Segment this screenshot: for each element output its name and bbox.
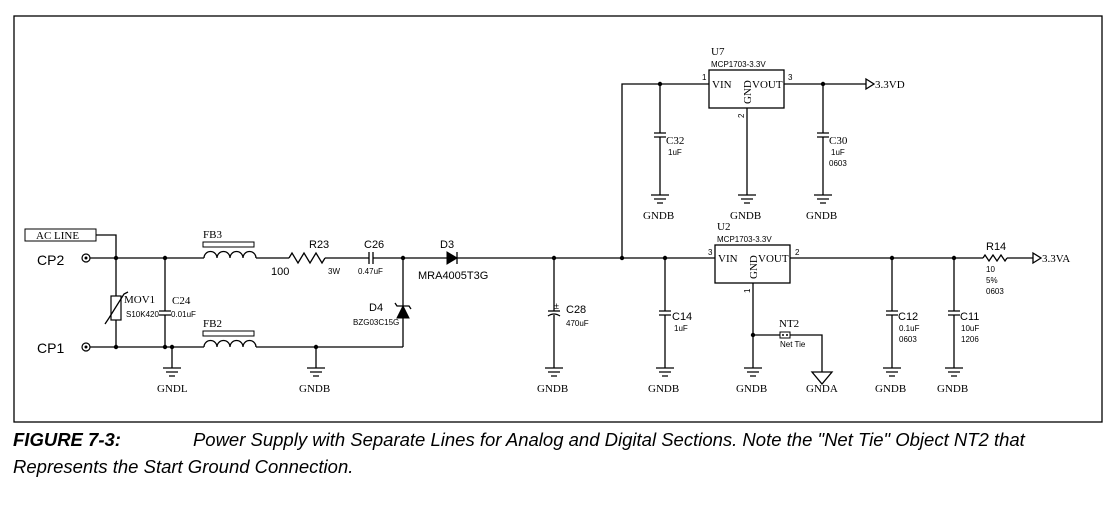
mov1-part: S10K420 bbox=[126, 310, 159, 319]
u2-part: MCP1703-3.3V bbox=[717, 235, 772, 244]
r23-ref: R23 bbox=[309, 239, 329, 251]
gndb-label-7: GNDB bbox=[736, 383, 767, 395]
cp2-label: CP2 bbox=[37, 252, 64, 268]
c11-pkg: 1206 bbox=[961, 335, 979, 344]
c28-value: 470uF bbox=[566, 319, 589, 328]
digital-regulator-section: C32 1uF GNDB U7 MCP1703-3.3V 1 VIN VOUT … bbox=[619, 46, 905, 261]
u7-vin: VIN bbox=[712, 79, 732, 91]
u7-pin1: 1 bbox=[702, 73, 707, 82]
c11-ref: C11 bbox=[960, 311, 979, 323]
u7-vout: VOUT bbox=[752, 79, 783, 91]
fb2-bead bbox=[202, 330, 255, 337]
gndb-label-4: GNDB bbox=[730, 210, 761, 222]
u7-ref: U7 bbox=[711, 46, 725, 58]
gndb-label-9: GNDB bbox=[937, 383, 968, 395]
c30-ref: C30 bbox=[829, 135, 848, 147]
gndb-label-3: GNDB bbox=[643, 210, 674, 222]
gndb-label-8: GNDB bbox=[875, 383, 906, 395]
d3-part: MRA4005T3G bbox=[418, 270, 488, 282]
r23-symbol bbox=[288, 251, 326, 265]
u7-gnd: GND bbox=[742, 80, 754, 104]
c14-ref: C14 bbox=[672, 311, 692, 323]
u7-pin3: 3 bbox=[788, 73, 793, 82]
u2-ref: U2 bbox=[717, 221, 730, 233]
r23-value: 100 bbox=[271, 266, 289, 278]
r14-ref: R14 bbox=[986, 241, 1006, 253]
figure-caption: FIGURE 7-3:Power Supply with Separate Li… bbox=[13, 426, 1108, 480]
d4-zener bbox=[396, 304, 410, 319]
figure-caption-text: Power Supply with Separate Lines for Ana… bbox=[13, 429, 1025, 477]
ac-line-label: AC LINE bbox=[36, 230, 79, 242]
c28-ref: C28 bbox=[566, 304, 586, 316]
gndb-label-1: GNDB bbox=[299, 383, 330, 395]
c26-value: 0.47uF bbox=[358, 267, 383, 276]
gndb-label-6: GNDB bbox=[648, 383, 679, 395]
c30-pkg: 0603 bbox=[829, 159, 847, 168]
analog-regulator-section: C14 1uF GNDB U2 MCP1703-3.3V 3 VIN VOUT … bbox=[648, 221, 1070, 395]
figure-label: FIGURE 7-3: bbox=[13, 429, 121, 450]
svg-text:±: ± bbox=[554, 301, 559, 311]
fb3-inductor bbox=[203, 250, 257, 259]
d4-ref: D4 bbox=[369, 302, 383, 314]
cp1-label: CP1 bbox=[37, 340, 64, 356]
c14-value: 1uF bbox=[674, 324, 688, 333]
fb2-inductor bbox=[203, 339, 257, 348]
r14-value: 10 bbox=[986, 265, 995, 274]
input-section: AC LINE CP2 CP1 MOV1 S10K420 C24 0.01uF … bbox=[24, 228, 715, 395]
u7-pin2: 2 bbox=[737, 113, 746, 118]
u2-pin2: 2 bbox=[795, 248, 800, 257]
r14-symbol bbox=[982, 253, 1008, 263]
gnda-symbol bbox=[810, 371, 834, 386]
c24-value: 0.01uF bbox=[171, 310, 196, 319]
u2-pin1: 1 bbox=[743, 288, 752, 293]
d4-part: BZG03C15G bbox=[353, 318, 399, 327]
c32-value: 1uF bbox=[668, 148, 682, 157]
c12-ref: C12 bbox=[898, 311, 918, 323]
c30-value: 1uF bbox=[831, 148, 845, 157]
c26-ref: C26 bbox=[364, 239, 384, 251]
nt2-net-tie bbox=[779, 331, 791, 339]
r23-power: 3W bbox=[328, 267, 340, 276]
c11-value: 10uF bbox=[961, 324, 979, 333]
r14-tol: 5% bbox=[986, 276, 998, 285]
nt2-part: Net Tie bbox=[780, 340, 806, 349]
gnda-label: GNDA bbox=[806, 383, 838, 395]
v33a-label: 3.3VA bbox=[1042, 253, 1070, 265]
u2-pin3: 3 bbox=[708, 248, 713, 257]
gndb-label-2: GNDB bbox=[537, 383, 568, 395]
v33d-port bbox=[865, 77, 876, 91]
u2-vout: VOUT bbox=[758, 253, 789, 265]
u7-part: MCP1703-3.3V bbox=[711, 60, 766, 69]
u2-gnd: GND bbox=[748, 255, 760, 279]
mov1-ref: MOV1 bbox=[124, 294, 155, 306]
nt2-ref: NT2 bbox=[779, 318, 799, 330]
c32-ref: C32 bbox=[666, 135, 684, 147]
v33a-port bbox=[1032, 251, 1043, 265]
diagram-frame bbox=[13, 15, 1103, 423]
fb3-ref: FB3 bbox=[203, 229, 222, 241]
gndl-label: GNDL bbox=[157, 383, 188, 395]
d3-ref: D3 bbox=[440, 239, 454, 251]
fb2-ref: FB2 bbox=[203, 318, 222, 330]
u2-vin: VIN bbox=[718, 253, 738, 265]
r14-pkg: 0603 bbox=[986, 287, 1004, 296]
v33d-label: 3.3VD bbox=[875, 79, 905, 91]
c12-value: 0.1uF bbox=[899, 324, 920, 333]
c28-group: ± C28 470uF GNDB bbox=[537, 255, 589, 395]
d3-diode bbox=[446, 251, 458, 265]
c24-ref: C24 bbox=[172, 295, 191, 307]
c12-pkg: 0603 bbox=[899, 335, 917, 344]
fb3-bead bbox=[202, 241, 255, 248]
gndb-label-5: GNDB bbox=[806, 210, 837, 222]
